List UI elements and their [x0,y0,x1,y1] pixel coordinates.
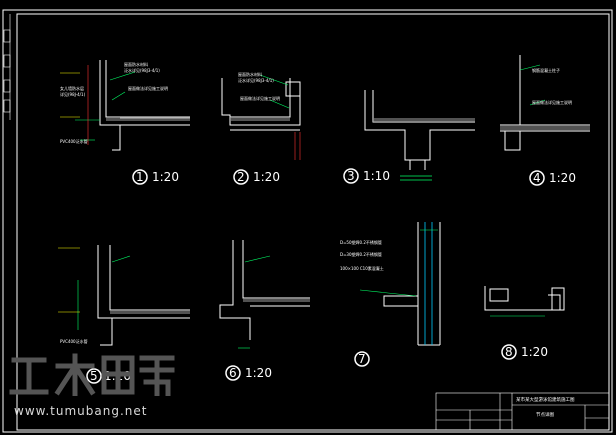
detail-3-scale: 1:10 [363,169,390,183]
watermark-logo [9,353,175,396]
sheet-inner-border [16,13,610,431]
detail-6-number: 6 [229,366,237,380]
detail-4-top-note: 钢筋混凝土柱子 [532,67,560,73]
detail-8-scale: 1:20 [521,345,548,359]
detail-2-marker [233,169,249,185]
detail-7-number: 7 [358,352,366,366]
detail-2-number: 2 [237,170,245,184]
detail-1-top-note-1: 屋面防水材料 [124,61,148,67]
detail-4-number: 4 [533,171,541,185]
detail-7-note-1: D=50塑焊0.2不锈钢管 [340,239,382,245]
detail-3-marker [343,168,359,184]
detail-7-note-2: D=30塑焊0.2不锈钢管 [340,251,382,257]
title-block-project: 某市某大型游泳馆建筑施工图 [516,396,575,403]
detail-8-number: 8 [505,345,513,359]
detail-7: 7 D=50塑焊0.2不锈钢管 D=30塑焊0.2不锈钢管 100×100 C1… [340,222,441,367]
detail-6-scale: 1:20 [245,366,272,380]
detail-2: 2 1:20 屋面防水材料 泛水详见(98J3-4/1) 屋面做法详见施工说明 [221,71,301,185]
detail-1-scale: 1:20 [152,170,179,184]
detail-4: 4 1:20 钢筋混凝土柱子 屋面做法详见施工说明 [500,55,590,186]
watermark-url: www.tumubang.net [14,404,148,418]
detail-1-number: 1 [136,170,144,184]
detail-5-marker [86,368,102,384]
detail-7-note-3: 100×100 C10素混凝土 [340,265,384,271]
detail-7-marker [354,351,370,367]
detail-1: 1 1:20 屋面防水材料 泛水详见(98J3-4/1) 屋面做法详见施工说明 … [60,60,190,185]
detail-8-marker [501,344,517,360]
detail-5-number: 5 [90,369,98,383]
detail-4-marker [529,170,545,186]
binding-strip [3,14,11,120]
detail-4-scale: 1:20 [549,171,576,185]
detail-4-roof-note: 屋面做法详见施工说明 [532,99,572,105]
detail-1-pvc-note: PVC400泛水管 [60,138,88,144]
detail-5-pvc-note: PVC400泛水管 [60,338,88,344]
detail-1-marker [132,169,148,185]
detail-1-roof-note: 屋面做法详见施工说明 [128,85,168,91]
detail-6-marker [225,365,241,381]
detail-2-top-note-2: 泛水详见(98J3-4/1) [238,77,274,83]
detail-2-top-note-1: 屋面防水材料 [238,71,262,77]
detail-3: 3 1:10 [343,90,475,184]
detail-6: 6 1:20 [219,240,310,381]
detail-8: 8 1:20 [484,286,565,360]
detail-2-scale: 1:20 [253,170,280,184]
title-block [435,392,610,431]
detail-1-note-1: 女儿墙防水层 [60,85,84,91]
detail-1-note-2: 详见(98J-4/1) [60,91,86,97]
sheet-outer-border [2,9,613,433]
title-block-sheet-title: 节点详图 [536,411,554,418]
detail-3-number: 3 [347,169,355,183]
detail-2-roof-note: 屋面做法详见施工说明 [240,95,280,101]
detail-1-top-note-2: 泛水详见(98J3-4/1) [124,67,160,73]
